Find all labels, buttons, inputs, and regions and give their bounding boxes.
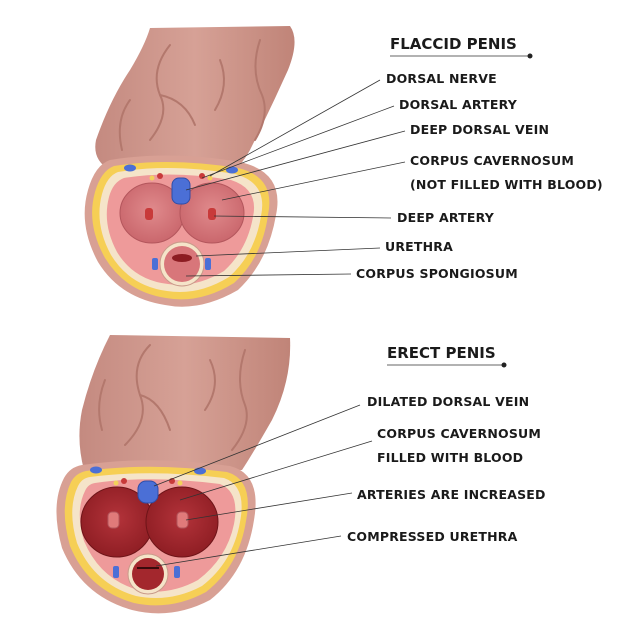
label-dorsal-nerve: DORSAL NERVE [386,71,497,86]
erect-dorsal-nerve-right [177,480,183,486]
flaccid-deep-dorsal-vein [171,177,191,205]
flaccid-spongiosum-vessel-left [152,258,158,270]
erect-dorsal-artery-left [121,478,127,484]
label-erect-corpus-cavernosum-2: FILLED WITH BLOOD [377,450,523,465]
erect-illustration [56,335,291,614]
flaccid-dorsal-nerve-right [207,175,213,181]
label-urethra: URETHRA [385,239,453,254]
erect-spongiosum-vessel-right [174,566,180,578]
flaccid-dorsal-artery-right [199,173,205,179]
erect-shaft [79,335,291,470]
erect-superficial-vein-right [194,467,206,475]
flaccid-title: FLACCID PENIS [390,35,517,53]
label-corpus-cavernosum-note: (NOT FILLED WITH BLOOD) [410,177,603,192]
label-dorsal-artery: DORSAL ARTERY [399,97,518,112]
flaccid-spongiosum-vessel-right [205,258,211,270]
flaccid-shaft [95,26,295,172]
label-deep-dorsal-vein: DEEP DORSAL VEIN [410,122,549,137]
label-erect-corpus-cavernosum-1: CORPUS CAVERNOSUM [377,426,541,441]
erect-skin-veins [98,344,248,451]
flaccid-skin-veins [118,39,266,151]
flaccid-illustration [84,26,295,307]
flaccid-urethra [172,254,192,262]
flaccid-spongiosum-tissue [164,246,200,282]
label-arteries-increased: ARTERIES ARE INCREASED [357,487,546,502]
erect-leader-lines [153,404,373,567]
erect-dorsal-nerve-left [113,480,119,486]
flaccid-dorsal-artery-left [157,173,163,179]
flaccid-superficial-vein-left [124,164,136,172]
label-compressed-urethra: COMPRESSED URETHRA [347,529,518,544]
flaccid-deep-artery-right [208,208,216,220]
flaccid-deep-artery-left [145,208,153,220]
label-corpus-cavernosum: CORPUS CAVERNOSUM [410,153,574,168]
erect-spongiosum-vessel-left [113,566,119,578]
flaccid-leader-lines [185,79,406,277]
erect-artery-left [107,511,120,529]
erect-superficial-vein-left [90,466,102,474]
label-corpus-spongiosum: CORPUS SPONGIOSUM [356,266,518,281]
label-dilated-dorsal-vein: DILATED DORSAL VEIN [367,394,529,409]
label-deep-artery: DEEP ARTERY [397,210,495,225]
erect-dilated-dorsal-vein [137,480,159,504]
erect-spongiosum-tissue [132,558,164,590]
flaccid-title-dot [527,53,533,59]
flaccid-superficial-vein-right [226,166,238,174]
erect-title-dot [501,362,507,368]
erect-title: ERECT PENIS [387,344,496,362]
flaccid-dorsal-nerve-left [149,175,155,181]
